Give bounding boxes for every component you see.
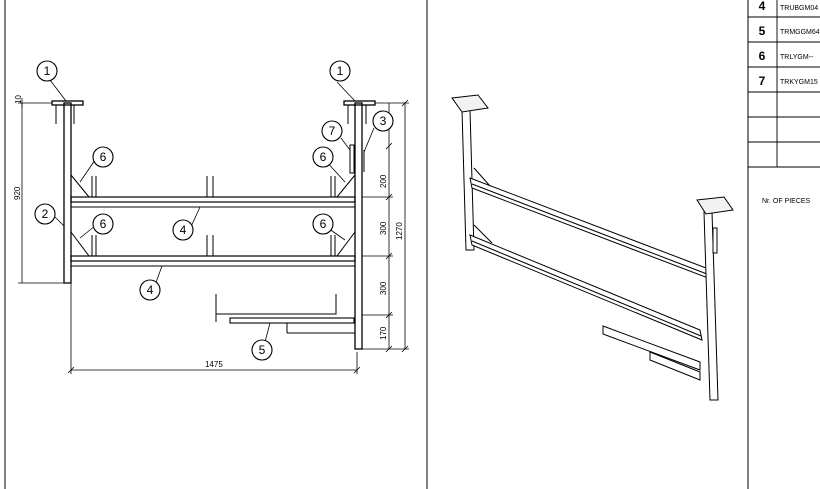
callout-1-right: 1	[337, 64, 344, 78]
callout-6-mid-right: 6	[320, 217, 327, 231]
upper-hangers	[91, 176, 336, 197]
table-row-1-num: 4	[759, 0, 766, 13]
isometric-view	[451, 94, 734, 401]
pieces-label: Nr. OF PIECES	[762, 198, 811, 205]
dim-left-height: 920	[13, 186, 22, 200]
callout-4-upper: 4	[180, 223, 187, 237]
left-post	[63, 102, 72, 284]
table-row-3-num: 6	[759, 49, 766, 63]
dim-total-height: 1270	[395, 222, 404, 240]
lower-rail	[70, 255, 356, 262]
callout-6-top-right: 6	[320, 150, 327, 164]
table-row-4-code: TRKYGM15	[780, 79, 818, 86]
dimension-lines	[18, 98, 409, 374]
callout-7: 7	[329, 124, 336, 138]
right-post	[354, 102, 363, 350]
bracket-part-7	[349, 144, 355, 174]
callout-2: 2	[42, 207, 49, 221]
table-row-2-code: TRMGGM64	[780, 29, 820, 36]
bottom-tray	[215, 294, 337, 315]
dim-segment-200: 200	[379, 174, 388, 188]
dim-top-plate: 10	[14, 95, 23, 104]
table-row-4-num: 7	[759, 74, 766, 88]
front-elevation-view	[51, 100, 376, 350]
callout-5: 5	[259, 343, 266, 357]
table-row-3-code: TRLYGM--	[780, 54, 814, 61]
callout-leaders	[49, 79, 375, 343]
callout-6-top-left: 6	[100, 150, 107, 164]
callout-3: 3	[380, 114, 387, 128]
sheet-frame	[4, 0, 749, 489]
callout-1-left: 1	[44, 64, 51, 78]
lower-hangers	[91, 235, 336, 256]
callout-6-mid-left: 6	[100, 217, 107, 231]
dim-segment-300-a: 300	[379, 221, 388, 235]
table-row-2-num: 5	[759, 24, 766, 38]
upper-rail	[70, 196, 356, 203]
table-row-1-code: TRUBGM04	[780, 5, 818, 12]
callout-circles	[34, 60, 394, 361]
dim-segment-170: 170	[379, 326, 388, 340]
dim-width: 1475	[205, 360, 223, 369]
parts-table-grid	[748, 0, 820, 168]
dim-segment-300-b: 300	[379, 281, 388, 295]
callout-4-lower: 4	[147, 283, 154, 297]
